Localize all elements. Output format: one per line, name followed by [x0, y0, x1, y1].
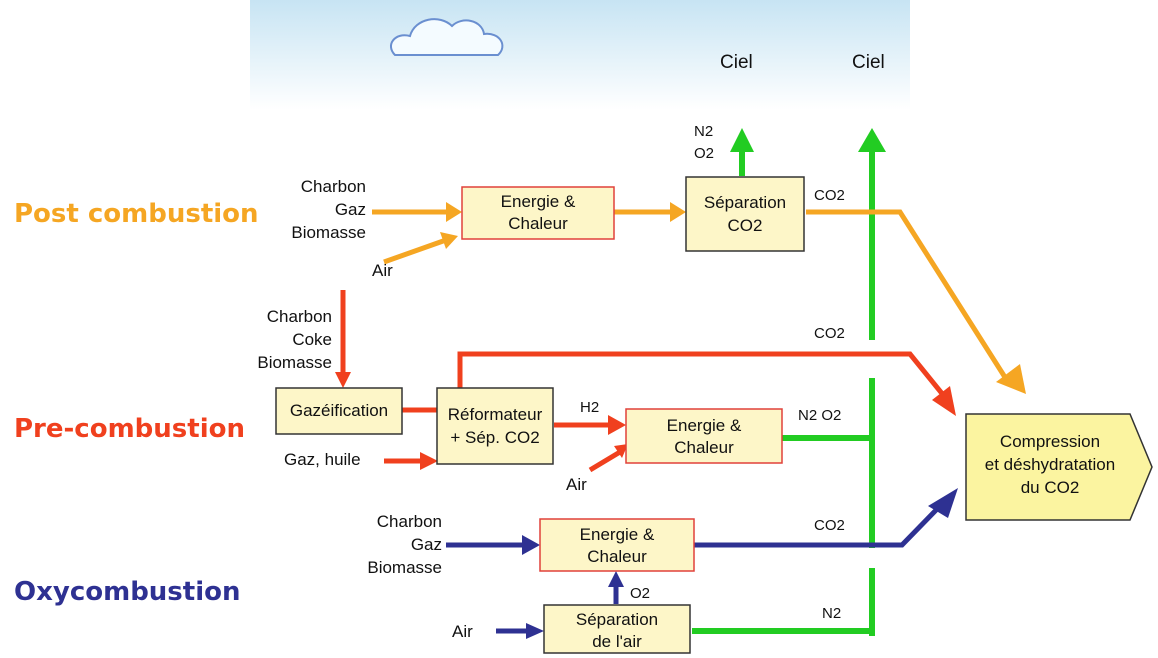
- pre-fuel-2: Coke: [292, 330, 332, 349]
- post-arrowhead-sep: [670, 202, 686, 222]
- section-title-pre: Pre-combustion: [14, 414, 245, 444]
- sky-band: [250, 0, 910, 110]
- post-o2-label: O2: [694, 145, 714, 162]
- air-separation-box: [543, 604, 691, 654]
- cloud-icon: [390, 18, 504, 56]
- oxy-energy-line1: Energie &: [580, 525, 655, 544]
- pre-fuel-3: Biomasse: [257, 353, 332, 372]
- section-title-oxy: Oxycombustion: [14, 577, 241, 607]
- pre-n2o2-label: N2 O2: [798, 407, 841, 424]
- post-fuel-2: Gaz: [335, 200, 366, 219]
- oxy-energy-line2: Chaleur: [587, 547, 647, 566]
- sky-label-left: Ciel: [720, 52, 753, 73]
- sky-label-right: Ciel: [852, 52, 885, 73]
- reformer-line2: + Sép. CO2: [450, 428, 539, 447]
- pre-energy-line1: Energie &: [667, 416, 742, 435]
- post-arrowhead-fuel: [446, 202, 462, 222]
- reformer-box: [436, 387, 554, 465]
- section-title-post: Post combustion: [14, 199, 259, 229]
- pre-energy-line2: Chaleur: [674, 438, 734, 457]
- pre-fuel-labels: Charbon Coke Biomasse: [257, 307, 332, 372]
- post-fuel-3: Biomasse: [291, 223, 366, 242]
- green-arrowhead-right: [858, 128, 886, 152]
- oxy-fuel-3: Biomasse: [367, 558, 442, 577]
- compression-box: [965, 413, 1153, 521]
- post-energy-line2: Chaleur: [508, 214, 568, 233]
- post-fuel-1: Charbon: [301, 177, 366, 196]
- oxy-fuel-labels: Charbon Gaz Biomasse: [367, 512, 442, 577]
- air-sep-line2: de l'air: [592, 632, 642, 651]
- compression-line2: et déshydratation: [985, 455, 1115, 474]
- post-co2-label: CO2: [814, 187, 845, 204]
- compression-line3: du CO2: [1021, 478, 1080, 497]
- pre-co2-label: CO2: [814, 325, 845, 342]
- oxy-air-label: Air: [452, 622, 473, 641]
- post-separation-box: [685, 176, 805, 252]
- pre-arrowhead-air: [614, 444, 628, 458]
- post-arrowhead-air: [440, 232, 458, 249]
- pre-gas-label: Gaz, huile: [284, 450, 361, 469]
- oxy-arrowhead-air: [526, 623, 544, 639]
- gasification-label: Gazéification: [290, 401, 388, 420]
- post-arrowhead-co2: [996, 364, 1026, 394]
- air-sep-line1: Séparation: [576, 610, 658, 629]
- oxy-arrowhead-fuel: [522, 535, 540, 555]
- post-sep-line2: CO2: [728, 216, 763, 235]
- pre-air-label: Air: [566, 475, 587, 494]
- oxy-o2-label: O2: [630, 585, 650, 602]
- oxy-n2-label: N2: [822, 605, 841, 622]
- oxy-arrowhead-co2: [928, 488, 958, 518]
- pre-h2-label: H2: [580, 399, 599, 416]
- post-fuel-labels: Charbon Gaz Biomasse: [291, 177, 366, 242]
- compression-line1: Compression: [1000, 432, 1100, 451]
- post-energy-line1: Energie &: [501, 192, 576, 211]
- pre-arrowhead-co2: [932, 386, 956, 416]
- pre-arrowhead-h2: [608, 415, 626, 435]
- post-sep-line1: Séparation: [704, 193, 786, 212]
- post-n2-label: N2: [694, 123, 713, 140]
- oxy-fuel-2: Gaz: [411, 535, 442, 554]
- gasification-box: [275, 387, 403, 435]
- oxy-co2-label: CO2: [814, 517, 845, 534]
- reformer-line1: Réformateur: [448, 405, 543, 424]
- oxy-arrowhead-o2: [608, 571, 624, 587]
- green-arrowhead-left: [730, 128, 754, 152]
- pre-energy-box: [625, 408, 783, 464]
- oxy-energy-box: [539, 518, 695, 572]
- pre-arrowhead-fuel: [335, 372, 351, 388]
- oxy-fuel-1: Charbon: [377, 512, 442, 531]
- pre-arrowhead-gas: [420, 452, 438, 470]
- post-energy-box: [461, 186, 615, 240]
- pre-fuel-1: Charbon: [267, 307, 332, 326]
- green-vent-flows: [692, 150, 875, 636]
- post-air-label: Air: [372, 261, 393, 280]
